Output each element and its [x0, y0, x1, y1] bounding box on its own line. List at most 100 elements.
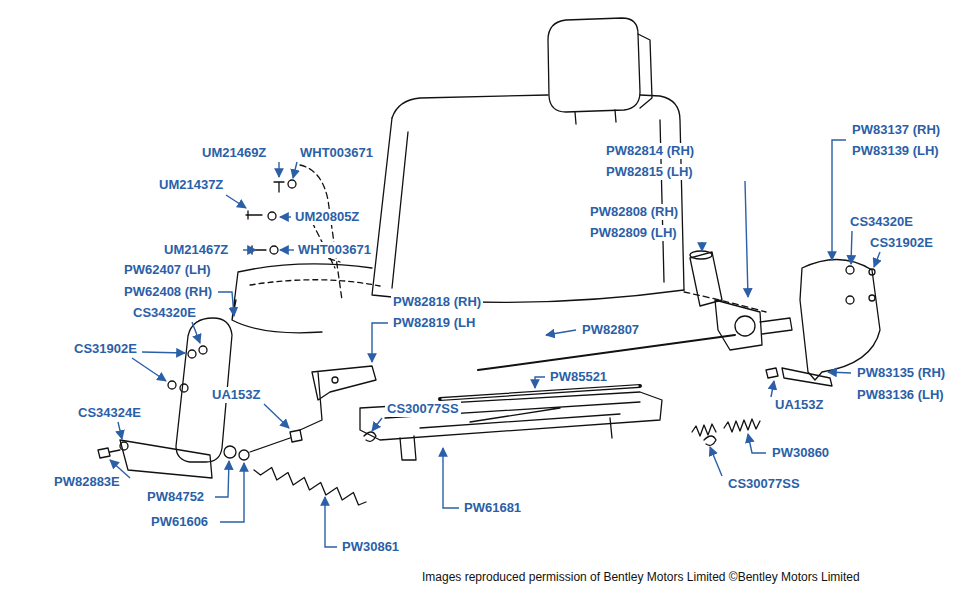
clip: [364, 432, 376, 441]
screw: [869, 269, 875, 275]
part-number: PW83136 (LH): [855, 387, 946, 403]
leader-line: [293, 162, 297, 178]
part-number: CS31902E: [72, 341, 139, 357]
part-number: UM21469Z: [200, 145, 268, 161]
leader-line: [443, 448, 459, 508]
leader-line: [874, 252, 880, 267]
gearbox-hub: [735, 316, 755, 336]
washer: [846, 296, 854, 304]
leader-line: [142, 352, 185, 353]
leader-line: [372, 323, 388, 362]
part-number: PW30861: [340, 539, 401, 555]
part-number: PW82815 (LH): [604, 164, 695, 180]
leader-line: [832, 140, 846, 260]
leader-line: [745, 181, 748, 297]
washer: [288, 180, 296, 188]
washer: [199, 346, 207, 354]
part-number: PW61606: [149, 514, 210, 530]
leader-line: [710, 447, 722, 476]
part-number: PW82818 (RH): [391, 294, 483, 310]
leader-line: [546, 330, 576, 335]
leader-line: [701, 242, 702, 251]
seat-cushion: [232, 264, 372, 333]
washer: [270, 246, 278, 254]
washer: [846, 266, 854, 274]
seat-rail: [360, 392, 662, 440]
seat-drawing: [98, 18, 880, 505]
seat-cushion-top: [250, 280, 380, 286]
part-number: UM20805Z: [293, 209, 361, 225]
screw: [168, 381, 176, 389]
part-number: PW84752: [145, 489, 206, 505]
leader-lines: [110, 140, 880, 547]
leader-line: [372, 418, 382, 431]
part-number: WHT003671: [298, 145, 375, 161]
exploded-line: [300, 165, 766, 312]
part-number: WHT003671: [296, 242, 373, 258]
part-number: CS34324E: [76, 405, 143, 421]
leader-line: [851, 231, 852, 264]
part-number: PW85521: [548, 369, 609, 385]
motor: [690, 252, 722, 306]
part-number: PW82883E: [52, 474, 122, 490]
screw: [274, 182, 284, 192]
part-number: CS34320E: [848, 214, 915, 230]
leader-line: [220, 463, 244, 522]
leader-line: [278, 162, 279, 177]
leader-line: [535, 377, 545, 388]
bolt: [766, 368, 778, 378]
bushing: [239, 450, 249, 460]
part-number: UA153Z: [773, 397, 825, 413]
washer: [120, 442, 128, 450]
side-bracket: [800, 259, 880, 380]
screw: [869, 295, 875, 301]
mechanism-bracket: [300, 366, 376, 430]
bolt: [98, 448, 120, 458]
part-number: UA153Z: [210, 387, 262, 403]
leader-line: [243, 249, 256, 250]
motor-arm: [760, 318, 792, 334]
leader-line: [828, 372, 851, 373]
leader-line: [226, 195, 246, 208]
leader-line: [118, 422, 122, 439]
spring: [254, 468, 366, 506]
part-number: PW61681: [462, 500, 523, 516]
part-number: PW83139 (LH): [850, 143, 941, 159]
part-number: PW82807: [580, 322, 641, 338]
leader-line: [192, 322, 200, 343]
leader-line: [280, 249, 294, 250]
part-number: PW83137 (RH): [850, 122, 942, 138]
part-number: CS30077SS: [726, 476, 802, 492]
part-number: PW82814 (RH): [604, 143, 696, 159]
part-number: PW62408 (RH): [122, 284, 214, 300]
spring: [724, 419, 760, 432]
seat-rail-inner: [385, 402, 640, 428]
drive-rod: [478, 335, 735, 370]
bracket-lip: [782, 368, 832, 386]
part-number: CS31902E: [868, 235, 935, 251]
gearbox: [715, 300, 762, 350]
pivot: [332, 377, 338, 383]
part-number: UM21437Z: [157, 177, 225, 193]
part-number: PW82819 (LH: [391, 315, 477, 331]
backrest: [392, 95, 684, 290]
leader-line: [325, 497, 337, 547]
part-number: CS30077SS: [385, 401, 461, 417]
screw: [188, 350, 196, 358]
part-number: UM21467Z: [162, 242, 230, 258]
part-number: PW82809 (LH): [588, 225, 679, 241]
bracket-plate: [120, 440, 212, 478]
leader-line: [280, 216, 291, 217]
screw: [246, 211, 262, 219]
headrest: [548, 18, 640, 112]
copyright-caption: Images reproduced permission of Bentley …: [422, 570, 860, 585]
rail-tube-core: [442, 386, 638, 399]
part-number: PW83135 (RH): [855, 365, 947, 381]
part-number: PW82808 (RH): [588, 204, 680, 220]
leader-line: [748, 434, 766, 453]
rail-tube: [440, 386, 640, 399]
part-number: PW62407 (LH): [122, 262, 213, 278]
leader-line: [215, 461, 229, 497]
